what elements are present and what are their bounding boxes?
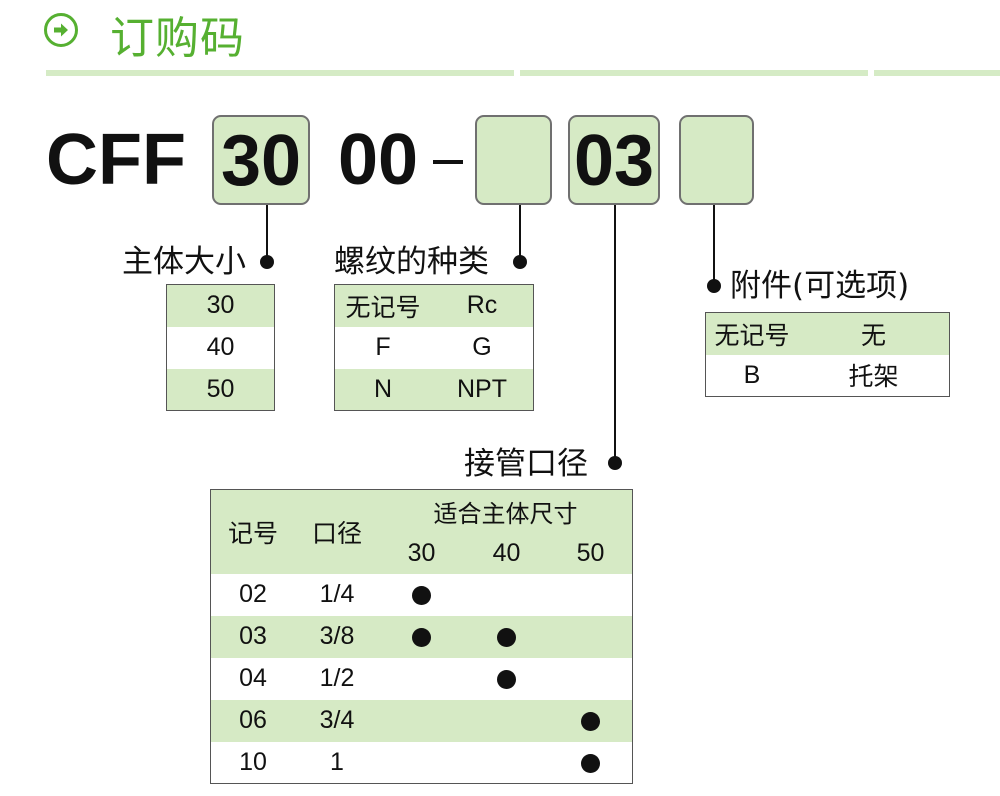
header-divider — [520, 70, 868, 76]
table-header-row: 30 40 50 — [211, 533, 633, 574]
filled-circle-icon — [581, 753, 600, 773]
fit-cell — [549, 657, 633, 700]
table-cell: G — [431, 326, 534, 369]
table-row: 03 3/8 — [210, 615, 633, 658]
port-cell: 1/4 — [295, 573, 379, 616]
table-row: B 托架 — [705, 354, 950, 397]
port-header: 口径 — [295, 489, 379, 574]
port-cell: 3/4 — [295, 699, 379, 742]
accessory-label: 附件(可选项) — [730, 268, 910, 304]
port-cell: 1 — [295, 741, 379, 784]
code-box-size: 30 — [212, 115, 310, 205]
fit-cell — [464, 615, 549, 658]
code-separator — [433, 160, 463, 164]
body-size-table: 30 40 50 — [166, 284, 275, 411]
code-port-value: 03 — [573, 121, 655, 201]
symbol-cell: 03 — [210, 615, 295, 658]
table-cell: 托架 — [798, 354, 950, 397]
connector-line — [713, 205, 715, 285]
port-cell: 1/2 — [295, 657, 379, 700]
header-divider — [46, 70, 514, 76]
symbol-cell: 10 — [210, 741, 295, 784]
fit-cell — [379, 699, 464, 742]
table-cell: Rc — [431, 284, 534, 327]
table-row: F G — [334, 326, 534, 369]
connector-dot — [608, 456, 622, 470]
table-cell: N — [334, 368, 431, 411]
fit-cell — [379, 573, 464, 616]
size-header: 50 — [549, 533, 633, 574]
table-cell: F — [334, 326, 431, 369]
filled-circle-icon — [497, 669, 516, 689]
connector-line — [266, 205, 268, 262]
table-cell: 无记号 — [705, 312, 798, 355]
table-row: 40 — [166, 326, 275, 369]
table-cell: 50 — [166, 368, 275, 411]
symbol-header: 记号 — [210, 489, 295, 574]
code-prefix: CFF — [46, 120, 186, 200]
arrow-right-circle-icon — [44, 13, 78, 47]
table-cell: NPT — [431, 368, 534, 411]
thread-type-table: 无记号 Rc F G N NPT — [334, 284, 534, 411]
fit-cell — [464, 657, 549, 700]
fit-cell — [549, 573, 633, 616]
table-row: 30 — [166, 284, 275, 327]
table-row: 无记号 Rc — [334, 284, 534, 327]
size-header: 30 — [379, 533, 464, 574]
table-cell: 40 — [166, 326, 275, 369]
code-series: 00 — [338, 120, 419, 200]
table-row: 无记号 无 — [705, 312, 950, 355]
fit-cell — [549, 615, 633, 658]
table-cell: 30 — [166, 284, 275, 327]
fit-cell — [549, 741, 633, 784]
fit-cell — [464, 573, 549, 616]
table-cell: B — [705, 354, 798, 397]
table-row: 06 3/4 — [210, 699, 633, 742]
symbol-cell: 04 — [210, 657, 295, 700]
fit-cell — [464, 741, 549, 784]
symbol-cell: 02 — [210, 573, 295, 616]
fit-cell — [379, 615, 464, 658]
fit-cell — [464, 699, 549, 742]
body-size-label: 主体大小 — [122, 244, 246, 280]
table-row: 50 — [166, 368, 275, 411]
port-cell: 3/8 — [295, 615, 379, 658]
table-header-row: 记号 口径 适合主体尺寸 — [210, 489, 633, 574]
table-row: 04 1/2 — [210, 657, 633, 700]
connector-line — [614, 205, 616, 463]
fit-cell — [379, 741, 464, 784]
filled-circle-icon — [497, 627, 516, 647]
table-cell: 无 — [798, 312, 950, 355]
code-box-option — [679, 115, 754, 205]
port-size-label: 接管口径 — [464, 446, 588, 482]
connector-line — [519, 205, 521, 262]
fit-cell — [549, 699, 633, 742]
accessory-table: 无记号 无 B 托架 — [705, 312, 950, 397]
table-row: 10 1 — [210, 741, 633, 784]
size-header: 40 — [464, 533, 549, 574]
connector-dot — [260, 255, 274, 269]
table-cell: 无记号 — [334, 284, 431, 327]
port-size-table: 记号 口径 适合主体尺寸 30 40 50 02 1/4 03 3/8 04 1… — [210, 489, 633, 784]
applicable-size-header: 适合主体尺寸 — [379, 489, 633, 534]
filled-circle-icon — [412, 627, 431, 647]
page-title: 订购码 — [110, 13, 245, 64]
code-box-thread — [475, 115, 552, 205]
filled-circle-icon — [412, 585, 431, 605]
table-row: 02 1/4 — [210, 573, 633, 616]
connector-dot — [707, 279, 721, 293]
symbol-cell: 06 — [210, 699, 295, 742]
filled-circle-icon — [581, 711, 600, 731]
code-box-port: 03 — [568, 115, 660, 205]
code-size-value: 30 — [220, 121, 302, 201]
connector-dot — [513, 255, 527, 269]
fit-cell — [379, 657, 464, 700]
header-divider — [874, 70, 1000, 76]
table-row: N NPT — [334, 368, 534, 411]
thread-type-label: 螺纹的种类 — [334, 244, 489, 280]
